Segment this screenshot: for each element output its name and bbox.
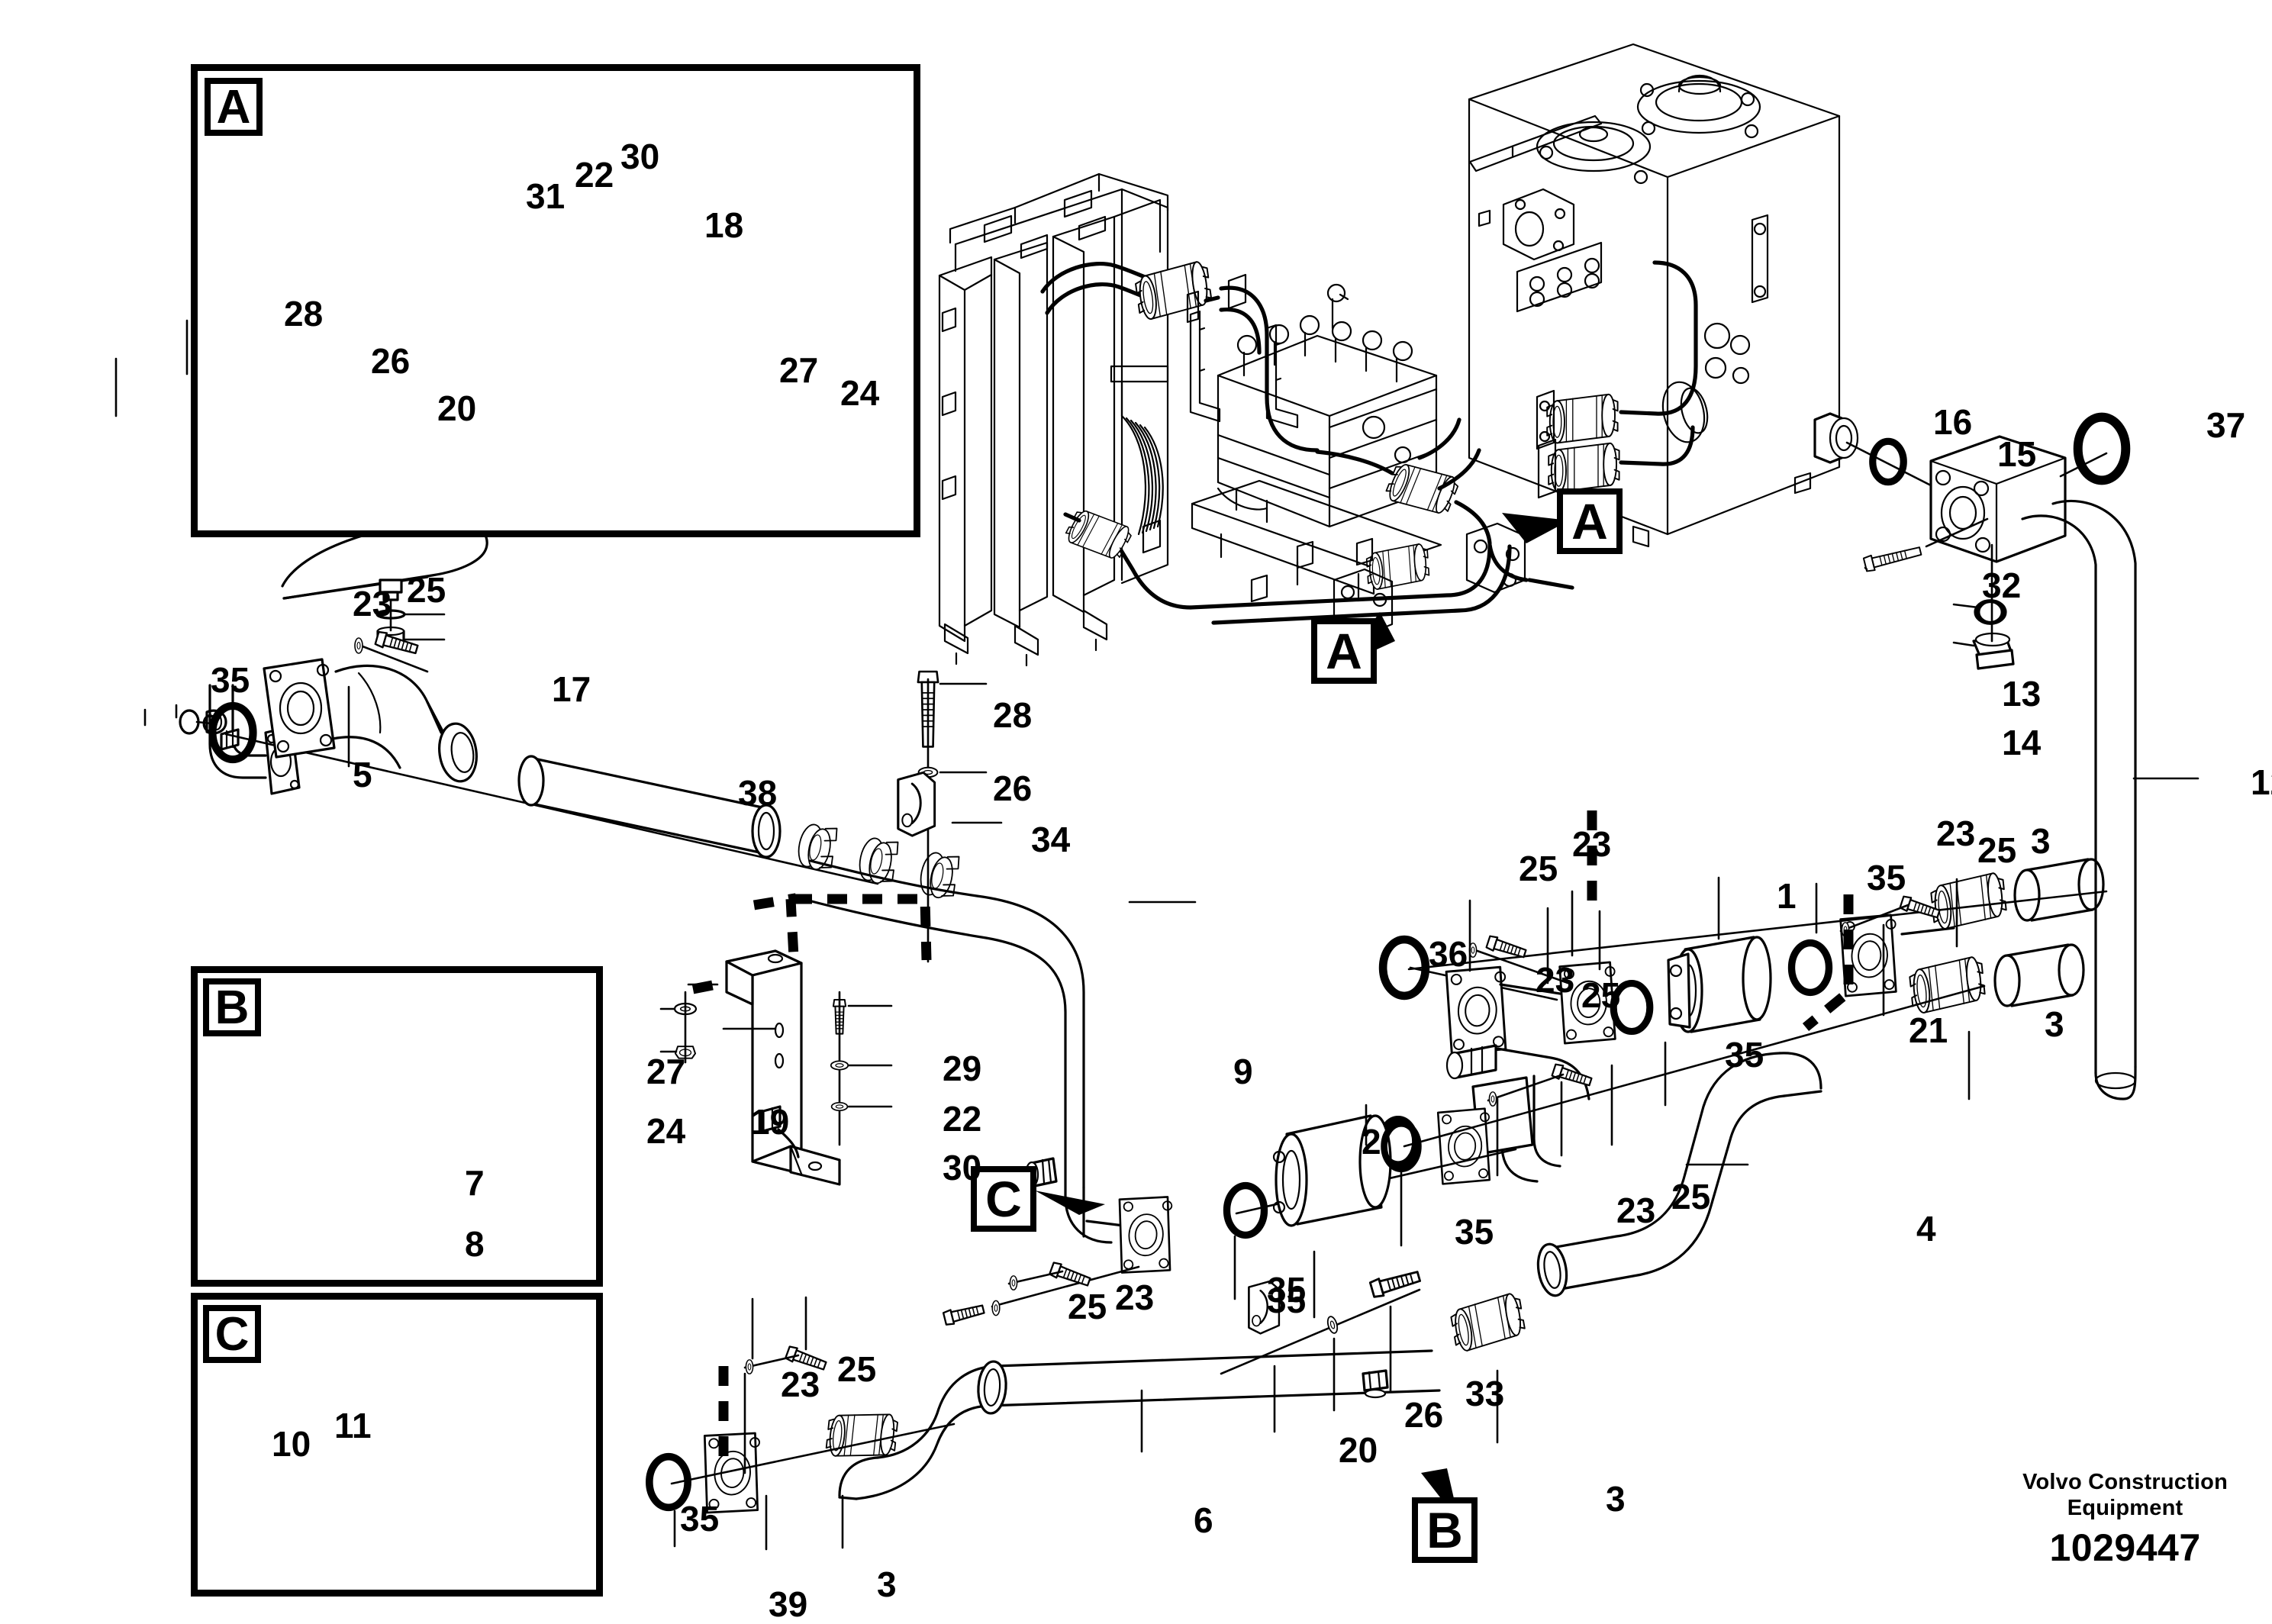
callout-25: 25 — [837, 1349, 877, 1389]
callout-23: 23 — [353, 584, 392, 624]
pipe-6 — [649, 1261, 1441, 1551]
callout-31: 31 — [526, 176, 566, 216]
callout-26: 26 — [371, 341, 411, 381]
reference-tag-b: B — [1412, 1497, 1478, 1563]
clamp-34-assembly — [792, 670, 1003, 963]
callout-5: 5 — [353, 755, 372, 794]
callout-30: 30 — [943, 1148, 982, 1187]
callout-1: 1 — [1777, 876, 1797, 916]
callout-27: 27 — [779, 350, 819, 390]
reference-tag-a-upper: A — [1557, 488, 1623, 554]
brand-line-2: Equipment — [2067, 1495, 2183, 1520]
callout-39: 39 — [769, 1584, 808, 1624]
callout-27: 27 — [646, 1052, 686, 1091]
right-valve-block — [1813, 412, 2199, 1100]
callout-25: 25 — [1671, 1177, 1711, 1216]
callout-23: 23 — [1936, 814, 1976, 853]
machine-assembly — [938, 43, 1841, 667]
callout-25: 25 — [407, 570, 446, 610]
brand-line-1: Volvo Construction — [2022, 1469, 2228, 1494]
callout-38: 38 — [738, 773, 778, 813]
hose-9 — [801, 859, 1316, 1327]
detail-b-artwork — [281, 519, 488, 646]
detail-box-b-tag: B — [203, 978, 261, 1036]
reference-tag-c: C — [971, 1166, 1036, 1232]
callout-34: 34 — [1031, 820, 1071, 859]
part-number: 1029447 — [2049, 1526, 2201, 1569]
detail-box-a — [191, 64, 920, 537]
part-2-assembly — [1220, 1104, 1517, 1433]
callout-23: 23 — [781, 1365, 820, 1404]
callout-24: 24 — [646, 1111, 686, 1151]
ref-a-arrow-upper — [1502, 513, 1569, 543]
callout-2: 2 — [1362, 1122, 1381, 1162]
callout-35: 35 — [1267, 1270, 1307, 1310]
callout-6: 6 — [1194, 1500, 1213, 1540]
callout-33: 33 — [1465, 1374, 1505, 1413]
ref-c-arrow — [1035, 1191, 1105, 1215]
callout-29: 29 — [943, 1049, 982, 1088]
callout-3: 3 — [877, 1564, 897, 1604]
callout-3: 3 — [1606, 1479, 1626, 1519]
callout-37: 37 — [2206, 405, 2246, 445]
callout-3: 3 — [2045, 1004, 2064, 1044]
callout-28: 28 — [284, 294, 324, 334]
callout-35: 35 — [1725, 1035, 1764, 1075]
hydraulic-tank — [1468, 43, 1841, 548]
callout-23: 23 — [1115, 1278, 1155, 1317]
callout-35: 35 — [680, 1499, 720, 1539]
callout-11: 11 — [334, 1406, 372, 1445]
detail-box-c-tag: C — [203, 1305, 261, 1363]
callout-35: 35 — [1267, 1281, 1307, 1320]
callout-35: 35 — [1455, 1212, 1494, 1252]
callout-23: 23 — [1536, 960, 1575, 1000]
callout-13: 13 — [2002, 674, 2042, 714]
callout-25: 25 — [1068, 1287, 1107, 1326]
callout-7: 7 — [465, 1163, 485, 1203]
callout-18: 18 — [704, 205, 744, 245]
callout-25: 25 — [1977, 830, 2017, 870]
callout-14: 14 — [2002, 723, 2042, 762]
machine-hoses — [1040, 259, 1698, 638]
callout-24: 24 — [840, 373, 880, 413]
callout-22: 22 — [575, 155, 614, 195]
callout-12: 12 — [2251, 762, 2272, 802]
pipe-5-17-assembly — [114, 313, 960, 899]
callout-9: 9 — [1233, 1052, 1253, 1091]
callout-35: 35 — [1867, 858, 1906, 897]
callout-23: 23 — [1616, 1191, 1656, 1230]
reference-tag-a-lower: A — [1311, 618, 1377, 684]
callout-8: 8 — [465, 1224, 485, 1264]
callout-30: 30 — [620, 137, 660, 176]
detail-box-c — [191, 1293, 603, 1597]
callout-10: 10 — [272, 1424, 311, 1464]
callout-20: 20 — [1339, 1430, 1378, 1470]
callout-32: 32 — [1982, 566, 2022, 605]
callout-21: 21 — [1909, 1010, 1948, 1050]
callout-35: 35 — [211, 660, 250, 700]
callout-25: 25 — [1519, 849, 1558, 888]
callout-16: 16 — [1933, 402, 1973, 442]
manifold-assembly — [733, 484, 2108, 1188]
callout-26: 26 — [993, 768, 1033, 808]
callout-19: 19 — [750, 1102, 790, 1142]
callout-28: 28 — [993, 695, 1033, 735]
callout-4: 4 — [1916, 1209, 1936, 1249]
bracket-19-assembly — [659, 893, 893, 1186]
oil-cooler — [938, 172, 1169, 667]
footer-block: Volvo Construction Equipment 1029447 — [2022, 1469, 2228, 1570]
detail-box-a-tag: A — [205, 78, 263, 136]
callout-25: 25 — [1581, 975, 1621, 1015]
callout-15: 15 — [1997, 434, 2037, 474]
callout-36: 36 — [1429, 934, 1468, 974]
callout-20: 20 — [437, 388, 477, 428]
callout-17: 17 — [552, 669, 591, 709]
callout-3: 3 — [2031, 821, 2051, 861]
callout-23: 23 — [1572, 824, 1612, 864]
callout-26: 26 — [1404, 1395, 1444, 1435]
pipe-4 — [1448, 1052, 1822, 1444]
callout-22: 22 — [943, 1099, 982, 1139]
